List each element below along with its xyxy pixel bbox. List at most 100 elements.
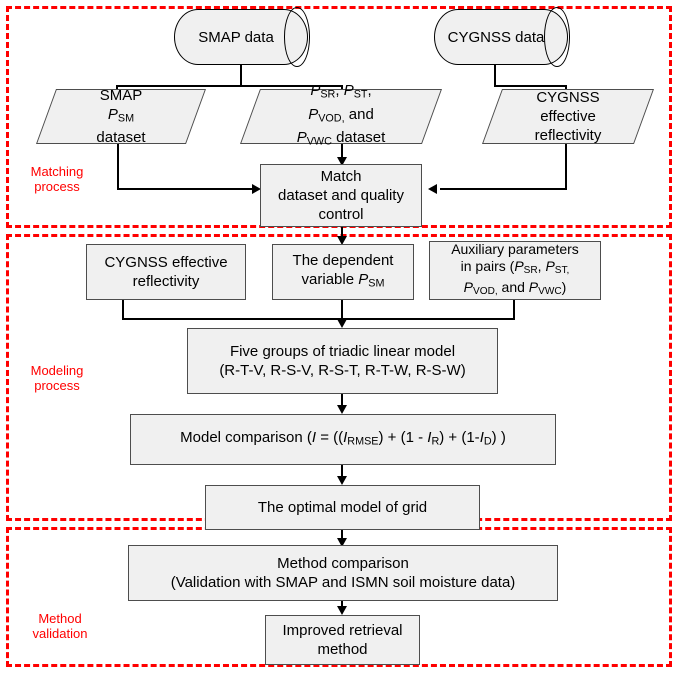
connector-merge-right <box>341 318 515 320</box>
node-match-label: Match dataset and quality control <box>261 167 421 224</box>
dep-var-symbol: P <box>358 270 369 288</box>
connector-smap-stem <box>240 65 242 86</box>
aux-p2: P <box>545 257 555 274</box>
aux-ds-p4: P <box>296 129 307 147</box>
connector-dep-var-down <box>341 300 343 322</box>
node-cygnss-reflectivity-data-label: CYGNSS effective reflectivity <box>492 89 644 144</box>
improved-line2: method <box>317 641 368 658</box>
connector-cygnss-stem <box>494 65 496 86</box>
aux-p4: P <box>528 279 539 295</box>
matching-label-line2: process <box>34 179 80 194</box>
five-groups-line1: Five groups of triadic linear model <box>229 343 456 360</box>
node-match-dataset-quality-control: Match dataset and quality control <box>260 164 422 227</box>
mc-sub-d: D <box>483 435 492 448</box>
node-auxiliary-parameters: Auxiliary parameters in pairs (PSR, PST,… <box>429 241 601 300</box>
cyg-refl-line1: CYGNSS <box>536 89 600 106</box>
node-cygnss-effective-reflectivity: CYGNSS effective reflectivity <box>86 244 246 300</box>
aux-line1: Auxiliary parameters <box>451 240 579 257</box>
node-improved-retrieval-method: Improved retrieval method <box>265 615 420 665</box>
arrow-into-five-groups <box>336 319 347 328</box>
smap-psm-line1: SMAP <box>99 86 143 104</box>
section-label-matching: Matching process <box>14 164 100 194</box>
arrow-into-validation <box>336 538 347 547</box>
arrow-into-match-top <box>336 157 347 166</box>
arrow-into-optimal-model <box>336 476 347 485</box>
method-comp-line1: Method comparison <box>277 555 409 572</box>
node-model-comparison-label: Model comparison (I = ((IRMSE) + (1 - IR… <box>180 428 506 448</box>
arrow-match-to-modeling <box>336 236 347 245</box>
match-line1: Match <box>320 168 362 185</box>
node-cygnss-reflectivity-data: CYGNSS effective reflectivity <box>481 89 655 144</box>
node-smap-data-label: SMAP data <box>198 28 274 46</box>
dep-var-line1: The dependent <box>292 251 394 269</box>
mc-sub-r: R <box>431 435 440 448</box>
section-label-modeling: Modeling process <box>14 363 100 393</box>
connector-smap-psm-down <box>117 144 119 189</box>
dep-var-sub: SM <box>368 277 385 290</box>
arrow-into-match-left <box>252 183 261 194</box>
node-cygnss-data-label: CYGNSS data <box>447 28 545 46</box>
node-five-groups-label: Five groups of triadic linear model (R-T… <box>188 342 497 380</box>
connector-aux-down <box>341 144 343 160</box>
node-cygnss-refl-box-label: CYGNSS effective reflectivity <box>87 253 245 291</box>
node-optimal-model: The optimal model of grid <box>205 485 480 530</box>
aux-ds-sub1: SR <box>320 88 336 101</box>
node-smap-psm-dataset: SMAP PSM dataset <box>35 86 207 147</box>
arrow-into-improved-method <box>336 606 347 615</box>
mc-sub-rmse: RMSE <box>347 435 379 448</box>
connector-aux-box-down <box>513 300 515 320</box>
node-aux-dataset-label: PSR, PST, PVOD, and PVWC dataset <box>296 82 386 148</box>
connector-cygnss-box-down <box>122 300 124 320</box>
connector-cygnss-refl-left <box>440 188 567 190</box>
connector-model-comparison-down <box>341 465 343 479</box>
smap-psm-sub: SM <box>117 112 135 125</box>
validation-label-line1: Method <box>38 611 82 626</box>
match-line2: dataset and quality <box>278 187 404 204</box>
aux-p1: P <box>514 257 524 274</box>
smap-psm-line3: dataset <box>96 129 146 147</box>
cygnss-refl-box-line1: CYGNSS effective <box>104 254 228 271</box>
aux-ds-sub2: ST <box>353 88 368 101</box>
node-dependent-variable-label: The dependent variable PSM <box>273 251 413 293</box>
node-cygnss-data: CYGNSS data <box>434 7 570 67</box>
aux-ds-sub4: VWC <box>306 135 332 148</box>
aux-sub4: VWC <box>538 286 562 298</box>
connector-merge-left <box>122 318 342 320</box>
node-optimal-model-label: The optimal model of grid <box>257 499 428 516</box>
improved-line1: Improved retrieval <box>282 622 403 639</box>
mc-I-r: I <box>427 428 432 446</box>
connector-method-comparison-down <box>341 601 343 609</box>
matching-label-line1: Matching <box>30 164 84 179</box>
dep-var-line2-pre: variable <box>301 270 359 288</box>
aux-ds-p2: P <box>343 82 354 100</box>
node-aux-dataset: PSR, PST, PVOD, and PVWC dataset <box>239 82 443 148</box>
aux-ds-sub3: VOD, <box>318 112 345 125</box>
arrow-into-match-right <box>428 183 437 194</box>
aux-sub1: SR <box>523 265 538 276</box>
method-comp-line2: (Validation with SMAP and ISMN soil mois… <box>170 574 516 591</box>
modeling-label-line1: Modeling <box>30 363 84 378</box>
cygnss-refl-box-line2: reflectivity <box>132 273 200 290</box>
node-improved-method-label: Improved retrieval method <box>266 621 419 659</box>
connector-cygnss-refl-down <box>565 144 567 190</box>
cyg-refl-line2: effective <box>540 108 596 125</box>
aux-p3: P <box>463 279 474 295</box>
modeling-label-line2: process <box>34 378 80 393</box>
connector-five-groups-down <box>341 394 343 408</box>
connector-match-down <box>341 227 343 239</box>
aux-ds-p3: P <box>308 105 319 123</box>
five-groups-line2: (R-T-V, R-S-V, R-S-T, R-T-W, R-S-W) <box>219 362 466 379</box>
section-label-validation: Method validation <box>14 611 106 641</box>
connector-smap-fork <box>116 85 343 87</box>
match-line3: control <box>318 206 364 223</box>
arrow-into-model-comparison <box>336 405 347 414</box>
node-dependent-variable: The dependent variable PSM <box>272 244 414 300</box>
connector-smap-psm-right <box>117 188 257 190</box>
smap-psm-var: P <box>107 105 118 123</box>
cylinder-cap <box>543 7 570 67</box>
node-method-comparison-label: Method comparison (Validation with SMAP … <box>129 554 557 592</box>
node-five-groups-triadic-model: Five groups of triadic linear model (R-T… <box>187 328 498 394</box>
validation-label-line2: validation <box>32 626 88 641</box>
mc-I-d: I <box>479 428 484 446</box>
